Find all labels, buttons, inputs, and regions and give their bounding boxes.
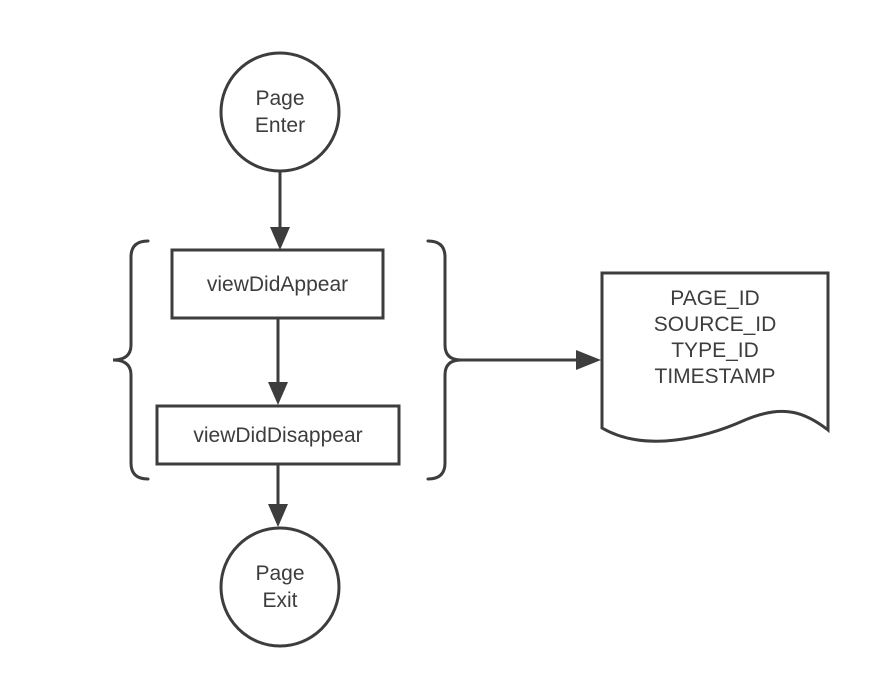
event-record-field: TIMESTAMP <box>654 365 776 388</box>
arrow-disappear-to-exit <box>268 464 288 527</box>
left-brace <box>112 239 150 481</box>
arrow-appear-to-disappear <box>268 318 288 405</box>
page-enter-line1: Page <box>255 87 305 110</box>
right-brace <box>426 239 462 481</box>
arrowhead-icon <box>268 504 288 527</box>
arrow-enter-to-appear <box>270 171 290 250</box>
arrowhead-icon <box>268 382 288 405</box>
arrow-group-to-document <box>459 350 601 370</box>
page-exit-circle <box>219 526 341 648</box>
arrowhead-icon <box>576 350 601 370</box>
document-shape <box>600 271 830 443</box>
view-did-appear-box <box>170 248 385 320</box>
view-did-appear-label: viewDidAppear <box>206 272 349 296</box>
page-enter-label: Page Enter <box>220 53 340 171</box>
view-did-disappear-label: viewDidDisappear <box>193 423 363 447</box>
event-record-field: TYPE_ID <box>671 339 759 362</box>
page-exit-label: Page Exit <box>220 528 340 646</box>
page-exit-line1: Page <box>255 562 305 585</box>
page-enter-line2: Enter <box>254 114 306 137</box>
event-record-field: PAGE_ID <box>670 287 760 310</box>
view-did-disappear-box <box>155 404 401 466</box>
event-record-field: SOURCE_ID <box>653 313 777 336</box>
page-exit-line2: Exit <box>262 589 298 612</box>
event-record-fields: PAGE_ID SOURCE_ID TYPE_ID TIMESTAMP <box>602 286 828 390</box>
arrowhead-icon <box>270 227 290 250</box>
